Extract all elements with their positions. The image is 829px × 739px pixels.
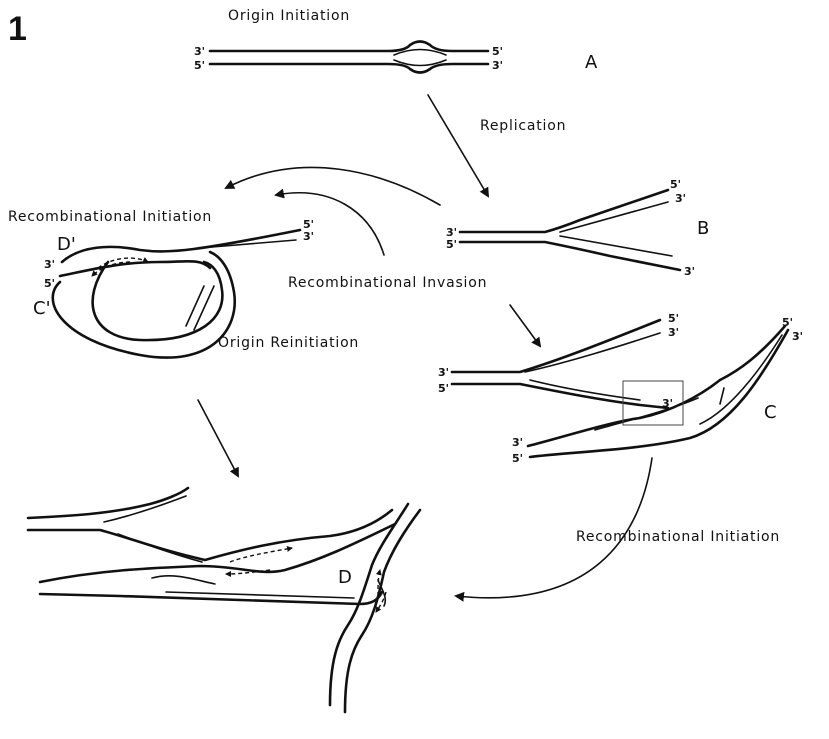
end-label: 3': [512, 436, 523, 449]
end-label: 5': [44, 277, 55, 290]
panel-a-label: A: [585, 52, 598, 73]
panel-d-structure: [28, 488, 420, 712]
recombinational-initiation-label: Recombinational Initiation: [8, 209, 212, 225]
end-label: 5': [670, 178, 681, 191]
reinitiation-arrow: [198, 400, 238, 476]
end-label: 5': [492, 45, 503, 58]
end-label: 3': [44, 258, 55, 271]
end-label: 5': [438, 382, 449, 395]
replication-arrow: [428, 95, 488, 196]
end-label: 3': [675, 192, 686, 205]
panel-b-fork: [460, 190, 680, 270]
end-label: 3': [684, 265, 695, 278]
invasion-arrow: [510, 305, 540, 346]
recombination-arrow-inner: [276, 193, 384, 255]
end-label: 3': [492, 59, 503, 72]
figure-number: 1: [8, 10, 27, 48]
initiation-arrow-to-d: [456, 458, 652, 598]
end-label: 3': [792, 330, 803, 343]
end-label: 5': [194, 59, 205, 72]
origin-reinitiation-label: Origin Reinitiation: [218, 335, 359, 351]
end-label: 5': [446, 238, 457, 251]
replication-label: Replication: [480, 118, 566, 134]
end-label: 3': [194, 45, 205, 58]
end-label: 3': [438, 366, 449, 379]
end-label: 3': [668, 326, 679, 339]
end-label: 5': [668, 312, 679, 325]
panel-b-label: B: [697, 218, 709, 239]
recombinational-invasion-label: Recombinational Invasion: [288, 275, 487, 291]
end-label: 3': [303, 230, 314, 243]
panel-d-prime-label: D': [57, 234, 76, 255]
end-label: 5': [512, 452, 523, 465]
panel-a-duplex: [210, 42, 488, 73]
panel-c-structure: [452, 320, 788, 457]
panel-c-label: C: [764, 402, 777, 423]
origin-initiation-label: Origin Initiation: [228, 8, 350, 24]
recombinational-initiation-right-label: Recombinational Initiation: [576, 529, 780, 545]
end-label: 3': [662, 397, 673, 410]
panel-c-prime-label: C': [33, 298, 51, 319]
panel-d-label: D: [338, 567, 352, 588]
end-label: 5': [782, 316, 793, 329]
